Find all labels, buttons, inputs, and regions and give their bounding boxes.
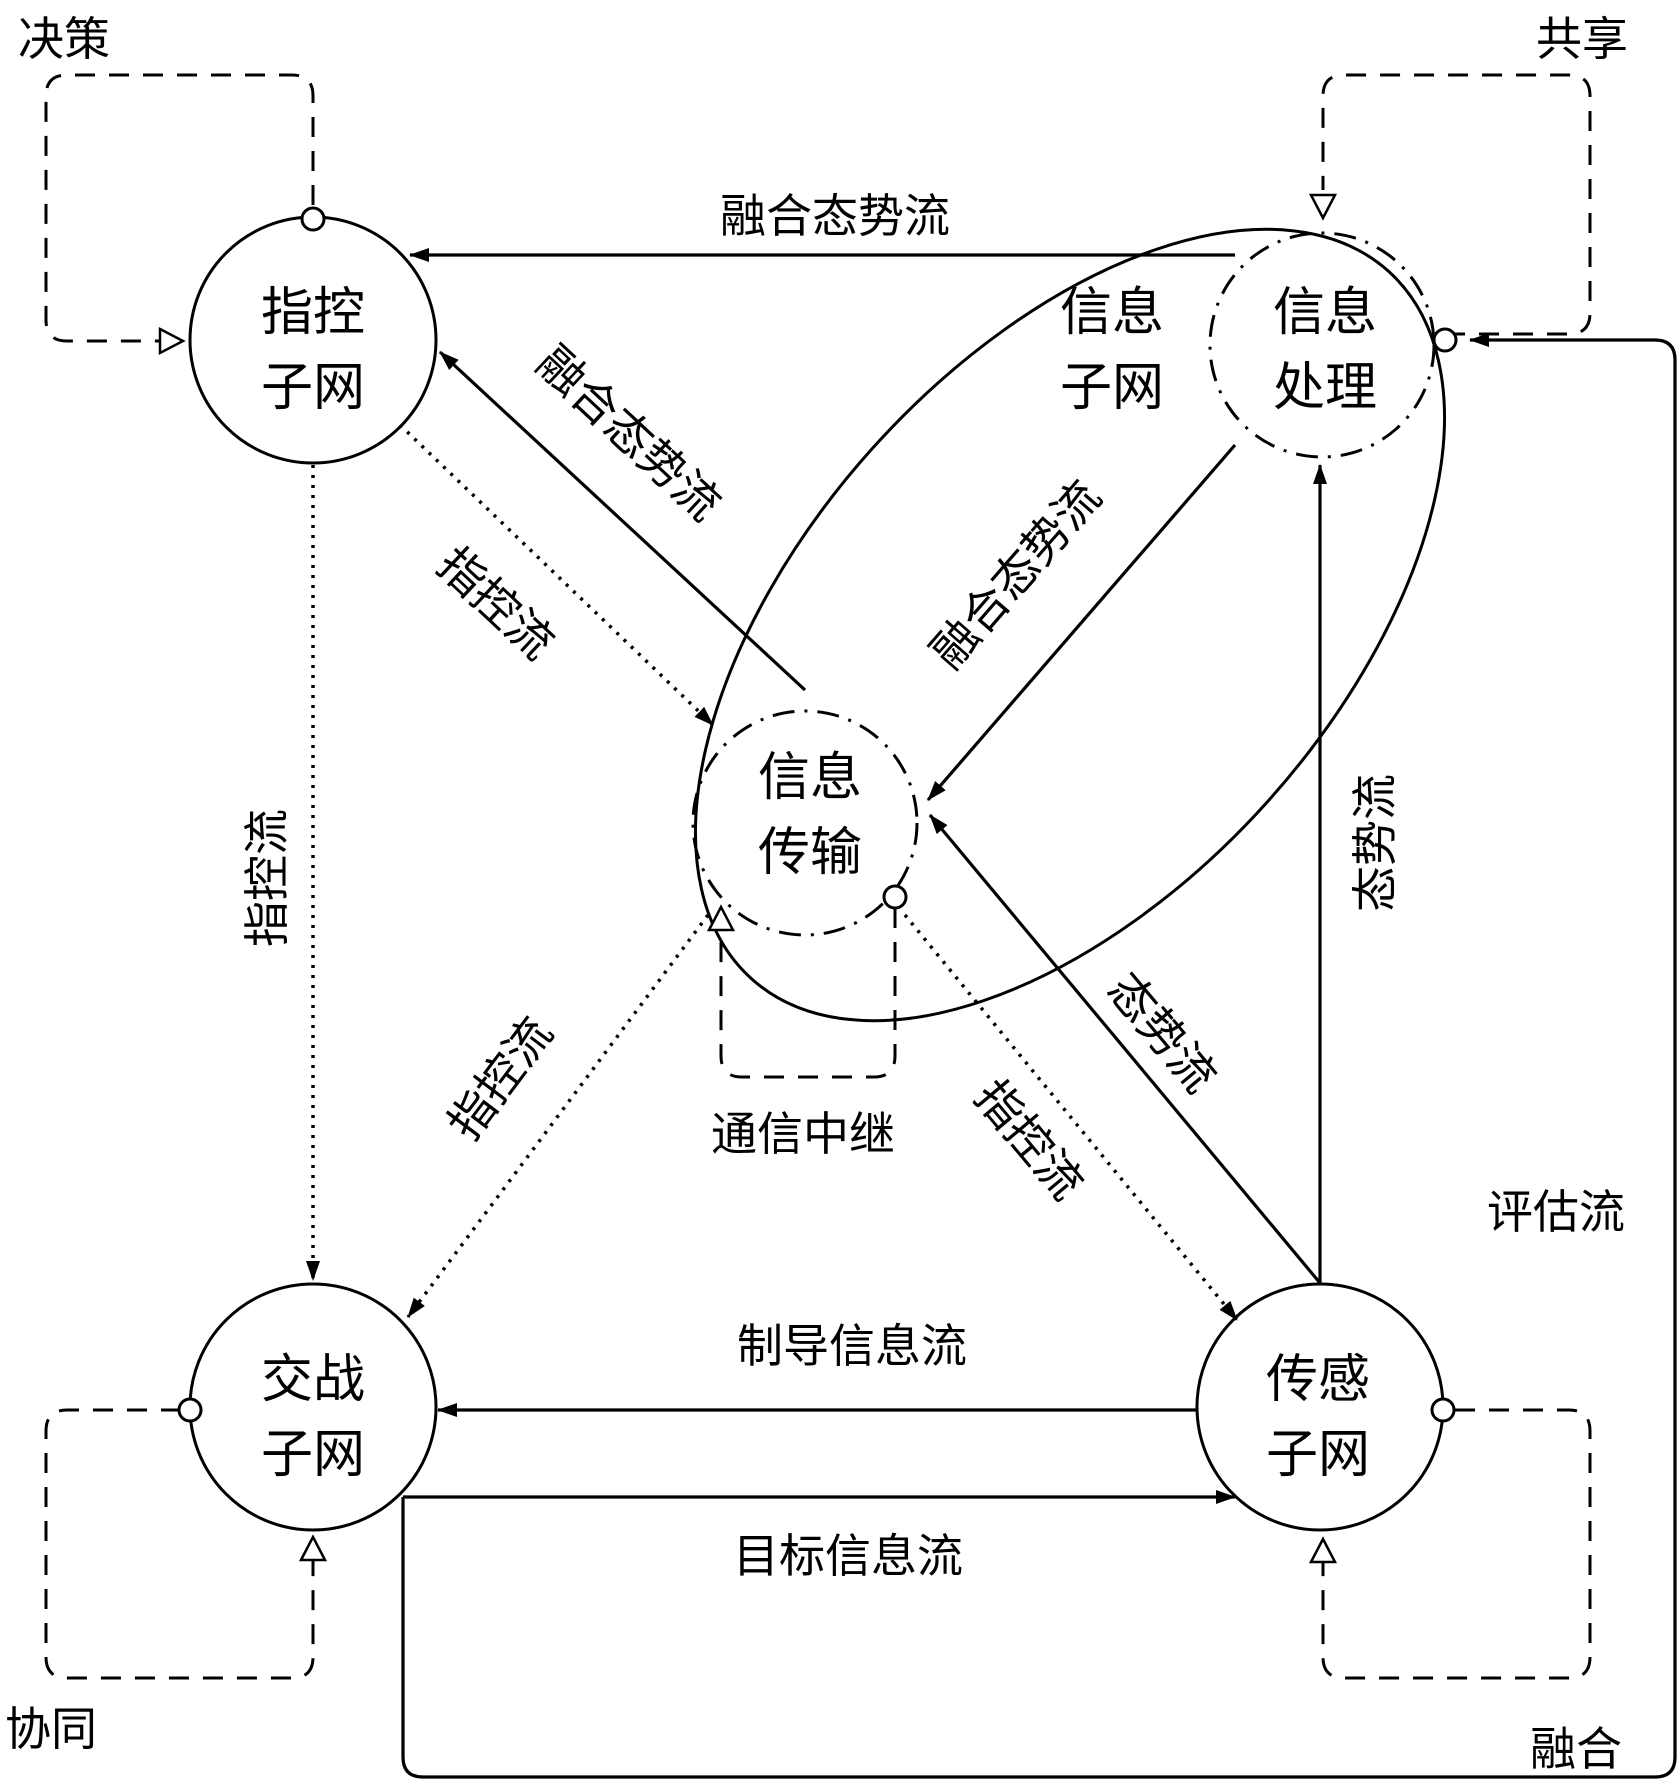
- command-flow-low-right-label: 指控流: [964, 1070, 1094, 1210]
- decision-loop-origin: [300, 206, 326, 232]
- info-subnet-ellipse: [694, 227, 1446, 1023]
- info-processing-label-1: 信息: [1273, 283, 1377, 343]
- evaluation-flow-path: [401, 333, 1677, 1779]
- engage-node-label-2: 子网: [261, 1425, 365, 1485]
- decision-loop-arrowhead: [158, 326, 186, 356]
- info-subnet-label-2: 子网: [1060, 358, 1164, 418]
- coordination-loop-origin: [177, 1397, 203, 1423]
- info-subnet-label-1: 信息: [1060, 283, 1164, 343]
- share-loop: [1321, 73, 1592, 336]
- fused-flow-top-label: 融合态势流: [720, 189, 950, 243]
- command-node-label-2: 子网: [261, 358, 365, 418]
- command-node-label-1: 指控: [261, 283, 365, 343]
- decision-loop: [44, 73, 315, 343]
- share-loop-origin: [1432, 327, 1458, 353]
- relay-loop: [719, 908, 897, 1079]
- fusion-loop: [1321, 1408, 1592, 1680]
- evaluation-flow-label: 评估流: [1487, 1185, 1625, 1239]
- info-transmission-label-2: 传输: [758, 823, 862, 883]
- relay-label: 通信中继: [711, 1107, 895, 1161]
- fusion-loop-origin: [1430, 1397, 1456, 1423]
- relay-loop-arrowhead: [706, 904, 736, 932]
- sensor-node-label-2: 子网: [1266, 1425, 1370, 1485]
- coordination-loop: [44, 1408, 315, 1680]
- coordination-loop-arrowhead: [298, 1534, 328, 1562]
- fusion-loop-arrowhead: [1308, 1536, 1338, 1564]
- fusion-label: 融合: [1530, 1722, 1622, 1776]
- command-flow-low-left-arrow: [406, 913, 710, 1319]
- target-flow-label: 目标信息流: [733, 1529, 963, 1583]
- fused-flow-diag-right-label: 融合态势流: [920, 470, 1112, 679]
- engage-node-label-1: 交战: [261, 1350, 365, 1410]
- situation-flow-diag-arrow: [928, 813, 1322, 1285]
- coordination-label: 协同: [5, 1702, 97, 1756]
- relay-loop-origin: [882, 884, 908, 910]
- command-flow-low-right-arrow: [903, 913, 1239, 1322]
- info-transmission-node: [691, 709, 919, 937]
- fused-flow-diag-right-arrow: [926, 443, 1237, 802]
- info-processing-label-2: 处理: [1273, 358, 1377, 418]
- situation-flow-vertical-label: 态势流: [1348, 774, 1402, 912]
- share-loop-arrowhead: [1308, 193, 1338, 221]
- decision-label: 决策: [18, 12, 110, 66]
- command-flow-diag-arrow: [398, 423, 715, 727]
- situation-flow-diag-label: 态势流: [1097, 963, 1227, 1103]
- command-flow-diag-label: 指控流: [427, 536, 565, 670]
- command-flow-low-left-label: 指控流: [437, 1007, 563, 1150]
- sensor-node-label-1: 传感: [1266, 1350, 1370, 1410]
- command-flow-vertical-label: 指控流: [240, 809, 294, 947]
- fused-flow-diag-left-arrow: [438, 350, 807, 692]
- info-transmission-label-1: 信息: [758, 748, 862, 808]
- share-label: 共享: [1536, 12, 1628, 66]
- guidance-flow-label: 制导信息流: [737, 1319, 967, 1373]
- info-processing-node: [1208, 231, 1436, 459]
- fused-flow-diag-left-label: 融合态势流: [526, 335, 731, 531]
